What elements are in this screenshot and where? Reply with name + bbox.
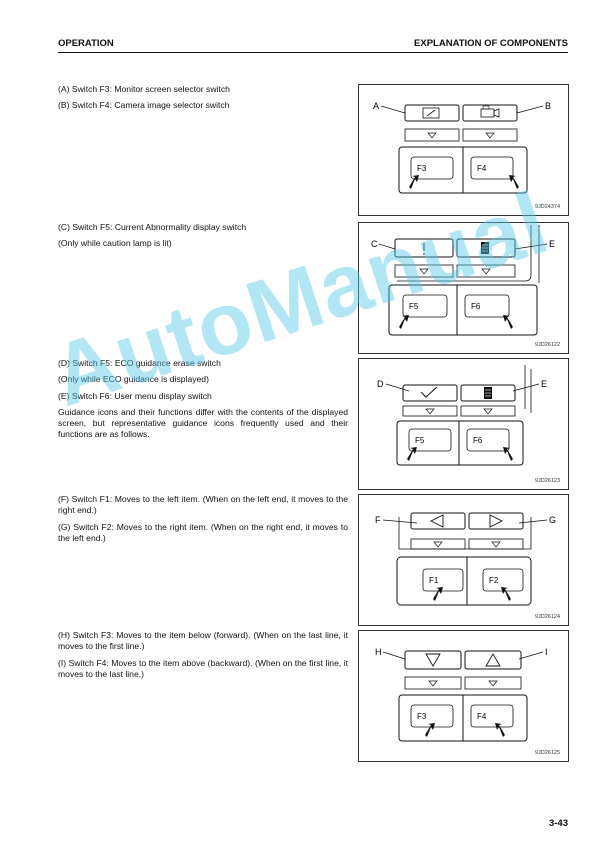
paragraph: (D) Switch F5: ECO guidance erase switch	[58, 358, 221, 368]
figure-2-f5-f6-switches: C E F5 F6 9JD26122	[358, 222, 569, 354]
section-3-text: (D) Switch F5: ECO guidance erase switch…	[58, 358, 348, 446]
figure-5-f3-f4-switches: H I F3 F4 9JD26125	[358, 630, 569, 762]
paragraph: (I) Switch F4: Moves to the item above (…	[58, 657, 348, 679]
callout-label-left: A	[373, 101, 379, 111]
callout-label-left: C	[371, 239, 378, 249]
figure-code: 9JD26125	[534, 750, 560, 756]
paragraph: (A) Switch F3: Monitor screen selector s…	[58, 84, 230, 94]
checkmark-icon	[420, 386, 438, 398]
key-right-label: F4	[477, 712, 487, 721]
paragraph: (Only while ECO guidance is displayed)	[58, 374, 209, 385]
figure-3-f5-f6-switches: D E F5 F6 9JD26123	[358, 358, 569, 490]
left-arrow-icon	[429, 514, 444, 528]
header-section-title: OPERATION	[58, 38, 114, 49]
paragraph: (H) Switch F3: Moves to the item below (…	[58, 630, 348, 652]
monitor-screen-icon	[422, 107, 440, 119]
up-arrow-icon	[485, 653, 501, 667]
paragraph: Guidance icons and their functions diffe…	[58, 406, 348, 440]
callout-label-right: E	[541, 379, 547, 389]
paragraph: (C) Switch F5: Current Abnormality displ…	[58, 222, 247, 232]
paragraph: (F) Switch F1: Moves to the left item. (…	[58, 494, 348, 516]
camera-icon	[480, 105, 500, 118]
press-arrow-icon	[407, 447, 417, 461]
down-arrow-icon	[425, 653, 441, 667]
figure-code: 9JD26123	[534, 478, 560, 484]
press-arrow-icon	[509, 175, 519, 189]
callout-label-right: I	[545, 647, 548, 657]
figure-1-f3-f4-switches: A B F3 F4 9JD24374	[358, 84, 569, 216]
callout-label-left: F	[375, 515, 381, 525]
key-left-label: F1	[429, 576, 439, 585]
callout-label-right: E	[549, 239, 555, 249]
key-right-label: F4	[477, 164, 487, 173]
press-arrow-icon	[433, 587, 443, 601]
key-right-label: F6	[471, 302, 481, 311]
section-1-text: (A) Switch F3: Monitor screen selector s…	[58, 84, 348, 117]
figure-4-f1-f2-switches: F G F1 F2 9JD26124	[358, 494, 569, 626]
key-right-label: F6	[473, 436, 483, 445]
figure-code: 9JD26122	[534, 342, 560, 348]
callout-label-right: B	[545, 101, 551, 111]
header-chapter-title: EXPLANATION OF COMPONENTS	[414, 38, 568, 49]
press-arrow-icon	[503, 447, 513, 461]
key-right-label: F2	[489, 576, 499, 585]
right-arrow-icon	[489, 514, 504, 528]
page-number: 3-43	[548, 818, 568, 829]
press-arrow-icon	[495, 723, 505, 737]
press-arrow-icon	[503, 315, 513, 329]
paragraph: (B) Switch F4: Camera image selector swi…	[58, 100, 230, 111]
press-arrow-icon	[425, 723, 435, 737]
paragraph: (E) Switch F6: User menu display switch	[58, 390, 212, 401]
key-left-label: F3	[417, 712, 427, 721]
key-left-label: F5	[415, 436, 425, 445]
section-2-text: (C) Switch F5: Current Abnormality displ…	[58, 222, 348, 255]
figure-code: 9JD24374	[534, 204, 560, 210]
user-menu-icon	[484, 387, 492, 399]
section-5-text: (H) Switch F3: Moves to the item below (…	[58, 630, 348, 685]
caution-exclamation-icon	[423, 243, 425, 255]
paragraph: (Only while caution lamp is lit)	[58, 238, 172, 249]
callout-label-left: H	[375, 647, 382, 657]
press-arrow-icon	[409, 175, 419, 189]
callout-label-left: D	[377, 379, 384, 389]
callout-label-right: G	[549, 515, 556, 525]
key-left-label: F5	[409, 302, 419, 311]
key-left-label: F3	[417, 164, 427, 173]
user-menu-icon	[481, 242, 489, 254]
press-arrow-icon	[501, 587, 511, 601]
figure-code: 9JD26124	[534, 614, 560, 620]
press-arrow-icon	[399, 315, 409, 329]
page-header: OPERATION EXPLANATION OF COMPONENTS	[58, 38, 568, 53]
paragraph: (G) Switch F2: Moves to the right item. …	[58, 521, 348, 543]
section-4-text: (F) Switch F1: Moves to the left item. (…	[58, 494, 348, 549]
